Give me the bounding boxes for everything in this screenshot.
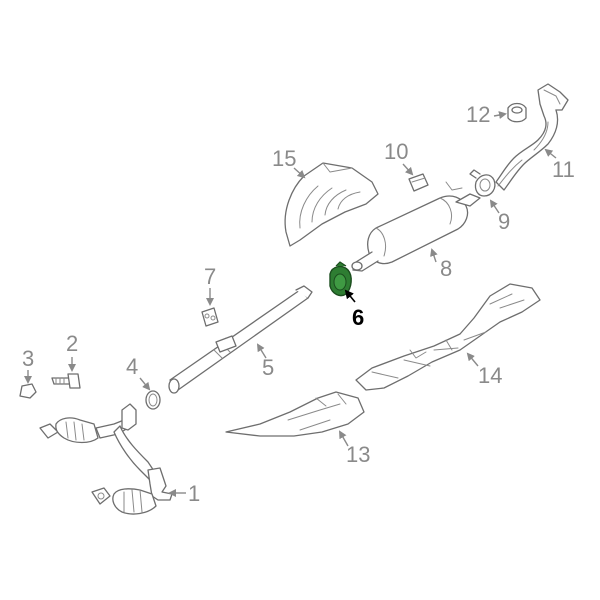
- part-12-grommet[interactable]: [507, 102, 527, 123]
- callout-12: 12: [466, 102, 490, 127]
- callout-9: 9: [498, 209, 510, 234]
- part-14-floor-heat-shield[interactable]: [355, 283, 541, 391]
- callout-labels: 1 2 3 4 5 6 7 8 9 10 11 12 13 14 15: [22, 102, 575, 506]
- part-11-tail-pipe[interactable]: [495, 83, 569, 191]
- callout-8: 8: [440, 256, 452, 281]
- callout-14: 14: [478, 363, 502, 388]
- callout-2: 2: [66, 331, 78, 356]
- part-9-clamp[interactable]: [469, 169, 496, 197]
- callout-10: 10: [384, 139, 408, 164]
- callout-7: 7: [204, 264, 216, 289]
- callout-5: 5: [262, 355, 274, 380]
- callout-6-highlighted: 6: [352, 305, 364, 330]
- part-5-intermediate-pipe[interactable]: [168, 285, 313, 394]
- part-6-clamp-highlighted[interactable]: [329, 261, 352, 297]
- part-15-heat-shield[interactable]: [284, 162, 379, 247]
- callout-11: 11: [552, 157, 575, 182]
- callout-1: 1: [188, 481, 200, 506]
- part-3-nut[interactable]: [19, 383, 37, 399]
- part-7-hanger[interactable]: [201, 307, 219, 327]
- callout-13: 13: [346, 442, 370, 467]
- callout-3: 3: [22, 346, 34, 371]
- part-4-clamp-ring[interactable]: [145, 390, 161, 410]
- callout-4: 4: [126, 354, 138, 379]
- part-13-heat-shield[interactable]: [225, 391, 365, 437]
- part-2-bolt[interactable]: [51, 373, 81, 389]
- part-1-front-pipe-converter[interactable]: [39, 403, 173, 515]
- leader-lines: [24, 111, 557, 497]
- callout-15: 15: [272, 146, 296, 171]
- part-8-muffler[interactable]: [351, 181, 481, 272]
- part-10-isolator[interactable]: [408, 173, 429, 192]
